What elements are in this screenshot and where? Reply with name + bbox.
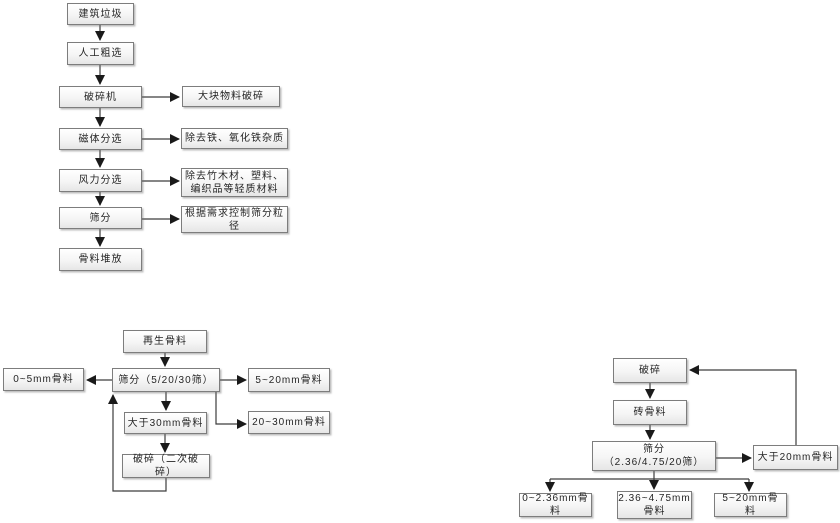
node-aggregate-5-20mm: 5~20mm骨料 xyxy=(248,368,330,392)
diagram2-connectors xyxy=(86,353,247,492)
node-air-separation: 风力分选 xyxy=(59,169,142,192)
node-aggregate-0-5mm: 0~5mm骨料 xyxy=(3,368,84,391)
node-screening: 筛分 xyxy=(59,207,142,229)
note-screening-size-control: 根据需求控制筛分粒 径 xyxy=(181,206,288,233)
node-aggregate-over-30mm: 大于30mm骨料 xyxy=(124,412,207,434)
node-aggregate-5-20mm-d3: 5~20mm骨料 xyxy=(714,493,787,517)
note-large-material-crushing: 大块物料破碎 xyxy=(182,86,280,107)
node-construction-waste: 建筑垃圾 xyxy=(67,3,134,25)
diagram1-connectors xyxy=(95,25,180,247)
node-aggregate-20-30mm: 20~30mm骨料 xyxy=(248,411,330,434)
node-crushing: 破碎 xyxy=(613,358,687,383)
node-aggregate-236-475mm: 2.36~4.75mm 骨料 xyxy=(617,491,692,519)
node-secondary-crushing: 破碎（二次破碎） xyxy=(122,454,210,478)
node-brick-aggregate: 砖骨料 xyxy=(613,400,687,425)
node-screening-5-20-30: 筛分（5/20/30筛） xyxy=(112,368,220,392)
node-aggregate-0-236mm: 0~2.36mm骨料 xyxy=(519,493,592,517)
note-remove-iron: 除去铁、氧化铁杂质 xyxy=(181,128,288,149)
node-screening-236-475-20: 筛分 （2.36/4.75/20筛） xyxy=(592,441,716,471)
note-remove-light-materials: 除去竹木材、塑料、 编织品等轻质材料 xyxy=(181,168,288,197)
node-recycled-aggregate: 再生骨料 xyxy=(123,330,207,353)
node-aggregate-stacking: 骨料堆放 xyxy=(59,248,142,271)
node-magnetic-separation: 磁体分选 xyxy=(59,128,142,150)
node-manual-rough-sorting: 人工粗选 xyxy=(67,42,134,65)
diagram3-connectors xyxy=(545,365,797,492)
node-crusher: 破碎机 xyxy=(59,86,142,108)
node-aggregate-over-20mm: 大于20mm骨料 xyxy=(753,445,838,470)
